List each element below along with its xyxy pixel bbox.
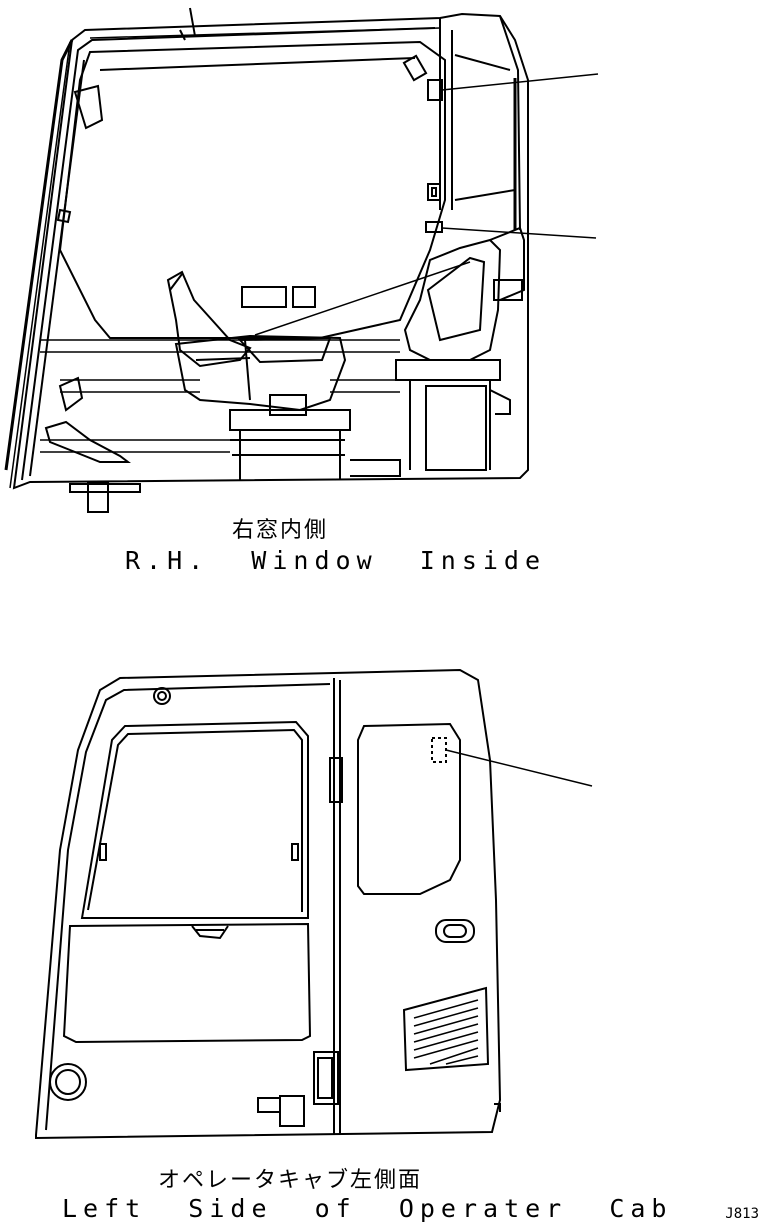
front-window xyxy=(82,722,308,918)
operator-seat xyxy=(168,272,350,480)
top-rail xyxy=(90,8,440,80)
rear-corner-bracket xyxy=(494,1104,500,1112)
bottom-caption-japanese: オペレータキャブ左側面 xyxy=(157,1168,422,1193)
vent-grille xyxy=(404,988,488,1070)
leader-line-rear-window xyxy=(446,750,592,786)
seatbelt-line xyxy=(255,262,470,335)
top-bolt xyxy=(154,688,170,704)
rear-side-window xyxy=(358,724,460,894)
bottom-caption-english: Left Side of Operater Cab xyxy=(62,1194,673,1223)
leader-line-upper xyxy=(442,74,598,90)
top-caption-english: R.H. Window Inside xyxy=(125,546,547,575)
pedal-assembly xyxy=(46,378,140,512)
label-location-middle xyxy=(426,222,442,232)
rear-wall-panels xyxy=(242,287,315,307)
rh-window-inside-drawing xyxy=(0,0,765,600)
door-hinges xyxy=(314,758,342,1104)
label-location-rear-window xyxy=(432,738,446,762)
leader-line-middle xyxy=(442,228,596,238)
right-console xyxy=(396,228,524,470)
figure-id-label: J813 xyxy=(725,1206,759,1222)
left-grab-handle xyxy=(58,86,102,222)
top-caption-japanese: 右窓内側 xyxy=(231,518,328,543)
floor-rails xyxy=(40,340,400,476)
pillar-bracket xyxy=(428,184,440,200)
cab-frame-outline xyxy=(6,14,528,488)
lower-door-panel xyxy=(50,924,310,1126)
door-latch xyxy=(436,920,474,942)
